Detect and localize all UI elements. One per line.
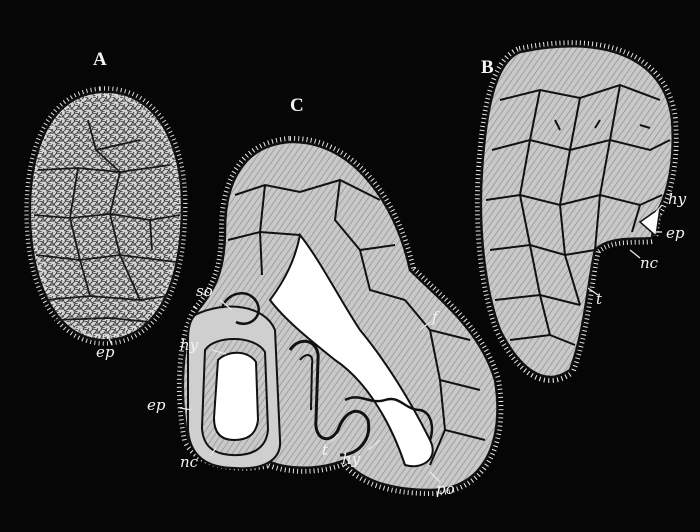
figure-c-embryo <box>183 142 498 490</box>
label-b-hy: hy <box>668 192 686 207</box>
label-b-ep: ep <box>666 226 684 241</box>
label-c-so: so <box>196 284 213 299</box>
label-c-po: po <box>436 482 455 497</box>
figure-label-a: A <box>93 50 107 69</box>
label-c-t: t <box>322 443 328 458</box>
figure-label-b: B <box>481 58 494 77</box>
figure-label-c: C <box>290 96 304 115</box>
label-b-t: t <box>596 292 602 307</box>
label-b-nc: nc <box>640 256 658 271</box>
label-c-hy-upper: hy <box>180 338 198 353</box>
figure-b-embryo <box>481 46 673 377</box>
label-c-nc: nc <box>180 455 198 470</box>
label-c-ep: ep <box>147 398 165 413</box>
label-c-f: f <box>432 310 438 325</box>
label-a-ep: ep <box>96 345 114 360</box>
label-c-hy-lower: hy <box>342 452 360 467</box>
figure-a-embryo <box>30 92 182 340</box>
